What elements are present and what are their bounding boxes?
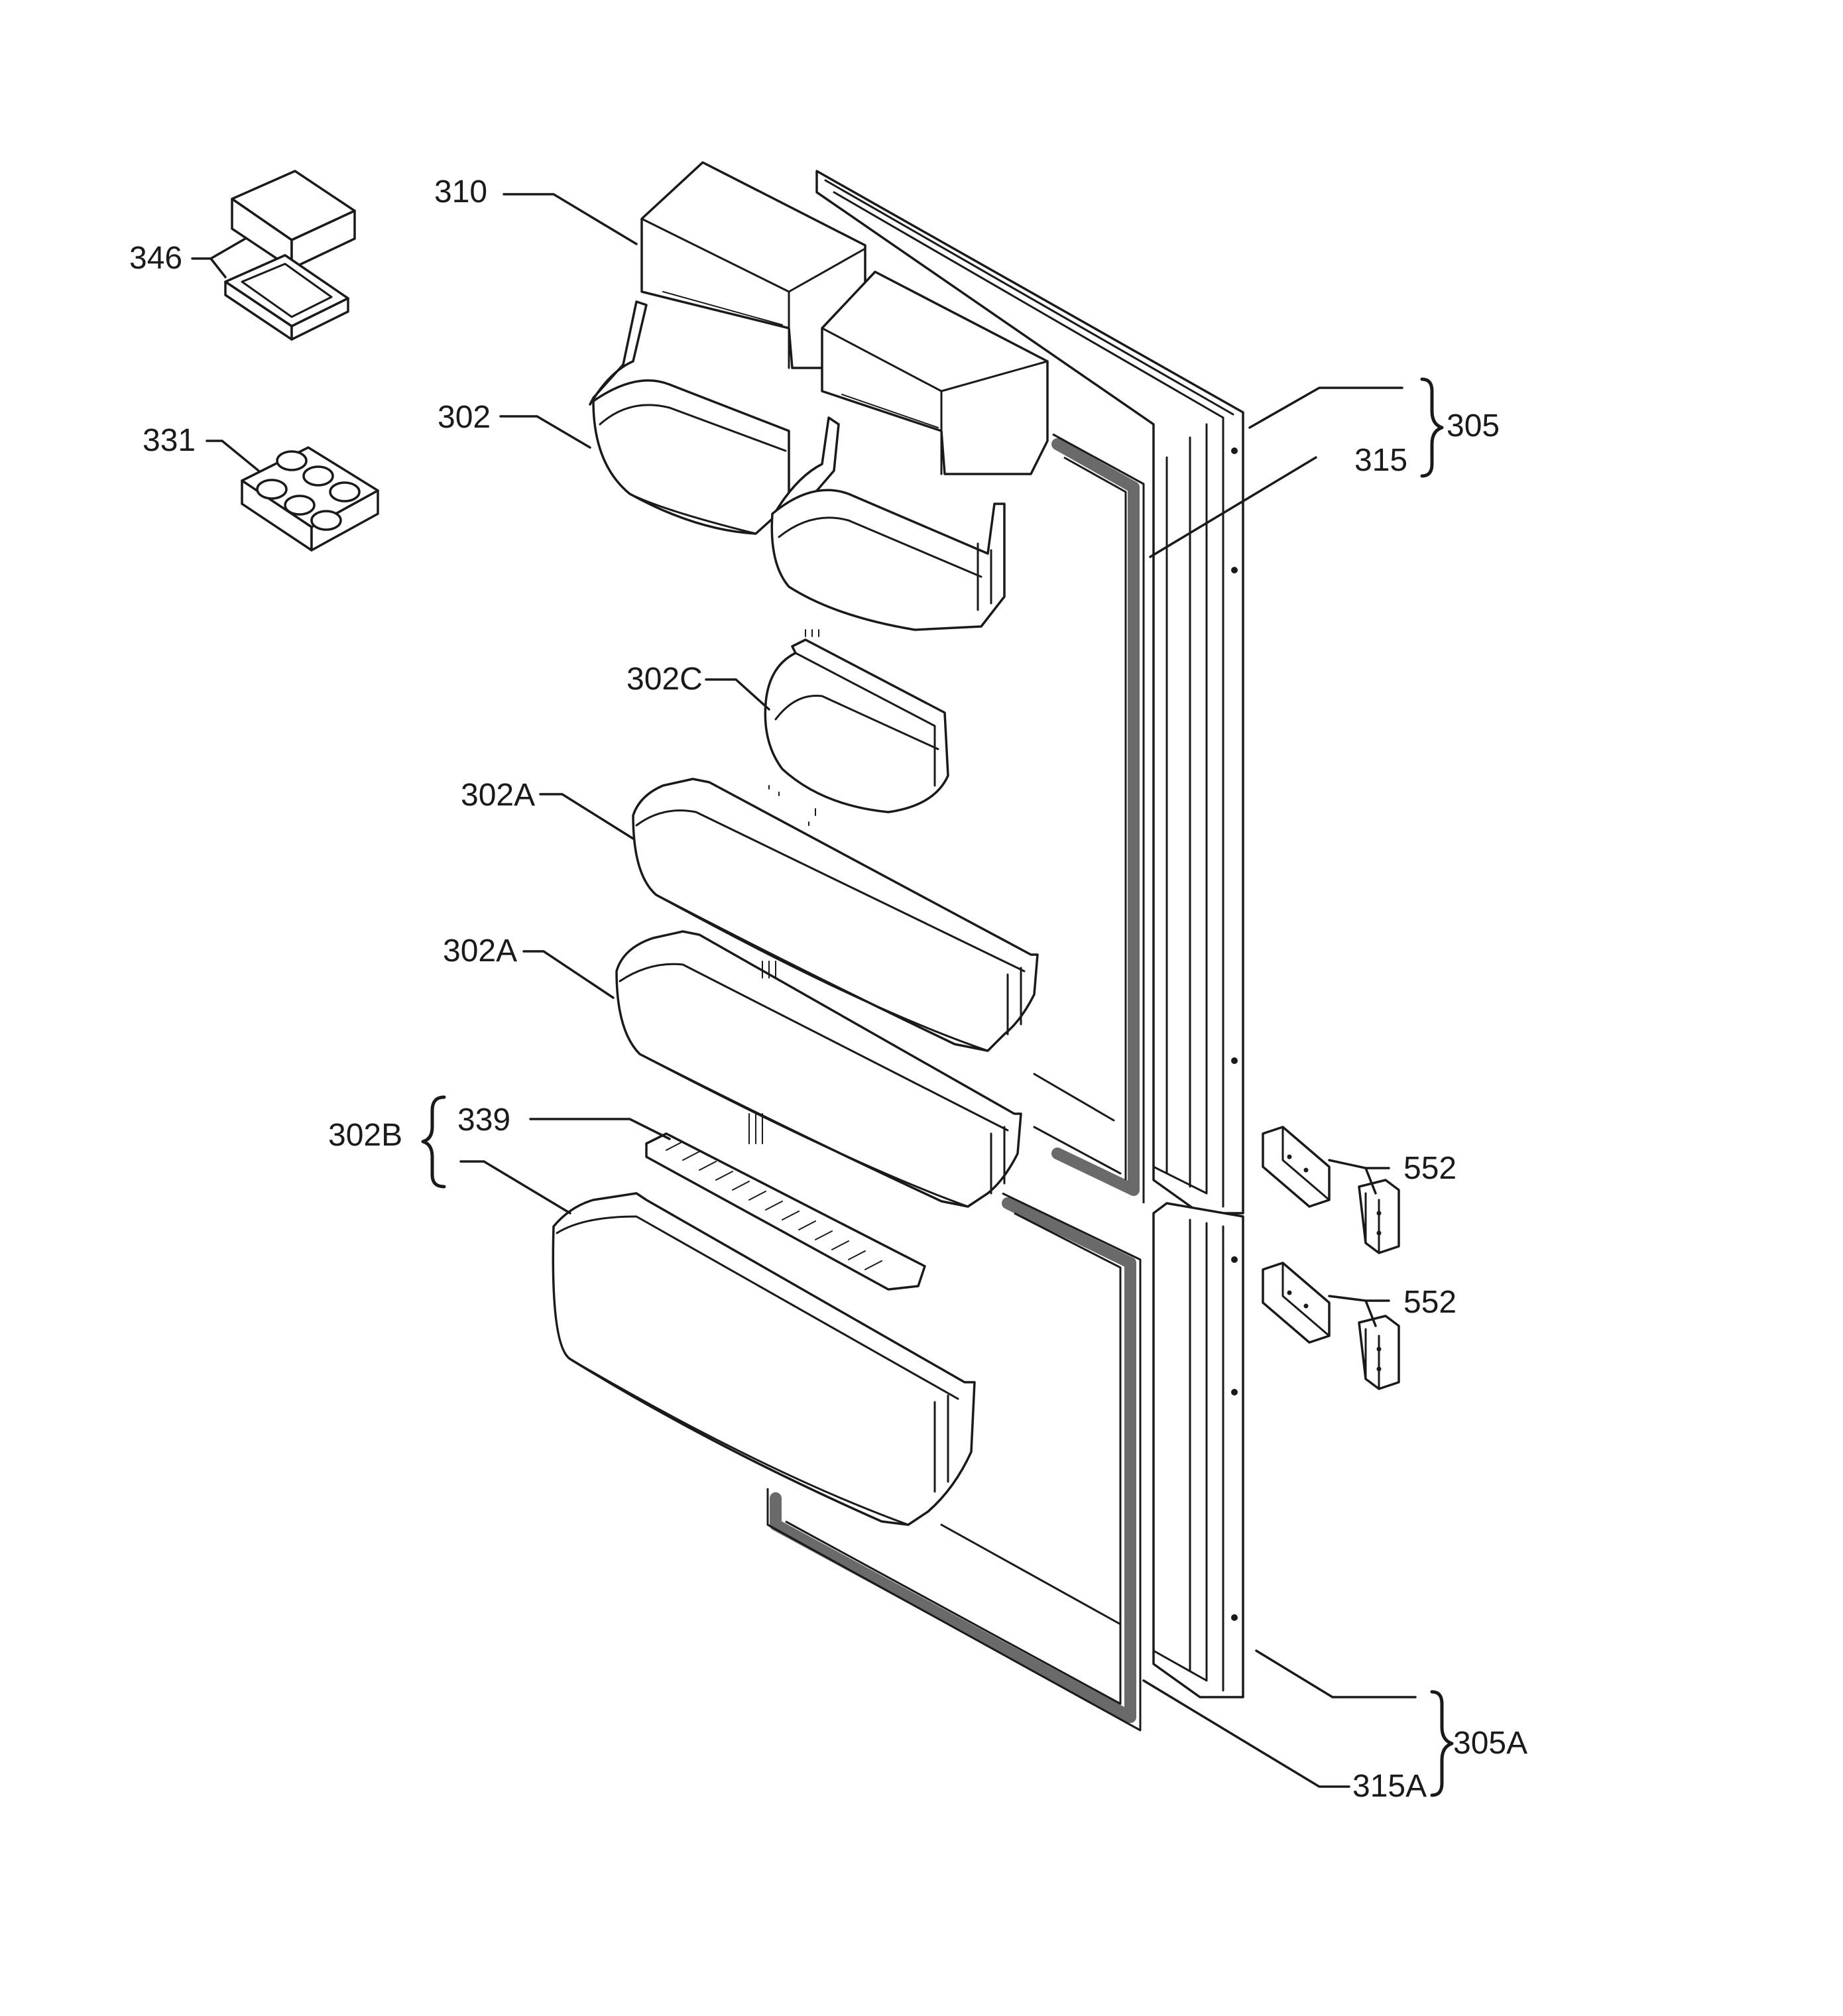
lower-door-gasket: [766, 1192, 1142, 1732]
label-339: 339: [457, 1102, 510, 1138]
label-552-lower: 552: [1403, 1285, 1457, 1320]
upper-door-gasket: [1033, 433, 1145, 1203]
dairy-compartment-left-310: [640, 161, 866, 369]
leader-315: [1149, 456, 1317, 558]
label-315: 315: [1354, 443, 1407, 478]
egg-tray-331: [241, 446, 379, 552]
door-bin-left-302: [589, 300, 790, 535]
leader-552-upper: [1328, 1159, 1390, 1195]
label-302b: 302B: [328, 1118, 402, 1153]
label-302a-upper: 302A: [461, 778, 535, 813]
part-labels: 310 346 302 331 305 315 302C 302A 302A 3…: [129, 174, 1527, 1804]
dairy-compartment-right-310: [821, 270, 1049, 475]
brace-305-315: [1420, 377, 1444, 478]
leader-302: [499, 415, 591, 449]
leader-302c: [705, 678, 770, 711]
label-302a-lower: 302A: [443, 933, 517, 969]
small-door-bin-302c: [764, 629, 949, 813]
leader-305a: [1255, 1649, 1417, 1698]
label-331: 331: [143, 423, 196, 458]
shelf-bin-lower-302a: [615, 930, 1022, 1208]
butter-dish-346: [224, 170, 356, 341]
label-305: 305: [1447, 408, 1500, 444]
leader-339: [529, 1118, 671, 1140]
label-315a: 315A: [1352, 1769, 1427, 1804]
leader-315a: [1142, 1679, 1350, 1788]
label-302: 302: [438, 400, 491, 435]
label-552-upper: 552: [1403, 1151, 1457, 1186]
hinge-bracket-lower-552: [1262, 1262, 1400, 1390]
upper-door-panel: [815, 170, 1244, 1215]
brace-305a-315a: [1430, 1690, 1454, 1797]
label-305a: 305A: [1453, 1726, 1527, 1761]
leader-310: [503, 193, 638, 245]
leader-lines: [191, 193, 1417, 1788]
label-310: 310: [434, 174, 487, 209]
leader-302b: [459, 1160, 571, 1215]
leader-331: [206, 440, 260, 472]
leader-552-lower: [1328, 1295, 1390, 1327]
lower-door-panel: [1152, 1202, 1244, 1698]
leader-305: [1248, 386, 1403, 429]
large-bottom-bin-302b: [552, 1192, 976, 1526]
bottle-divider-339: [645, 1132, 926, 1291]
shelf-bin-upper-302a: [632, 778, 1039, 1052]
brace-302b: [421, 1095, 446, 1189]
door-bin-right-302: [770, 416, 1006, 631]
label-302c: 302C: [626, 662, 703, 697]
leader-302a-lower: [522, 950, 615, 999]
leader-302a-upper: [539, 793, 634, 840]
label-346: 346: [129, 241, 182, 276]
leader-346: [191, 237, 247, 278]
hinge-bracket-upper-552: [1262, 1126, 1400, 1254]
